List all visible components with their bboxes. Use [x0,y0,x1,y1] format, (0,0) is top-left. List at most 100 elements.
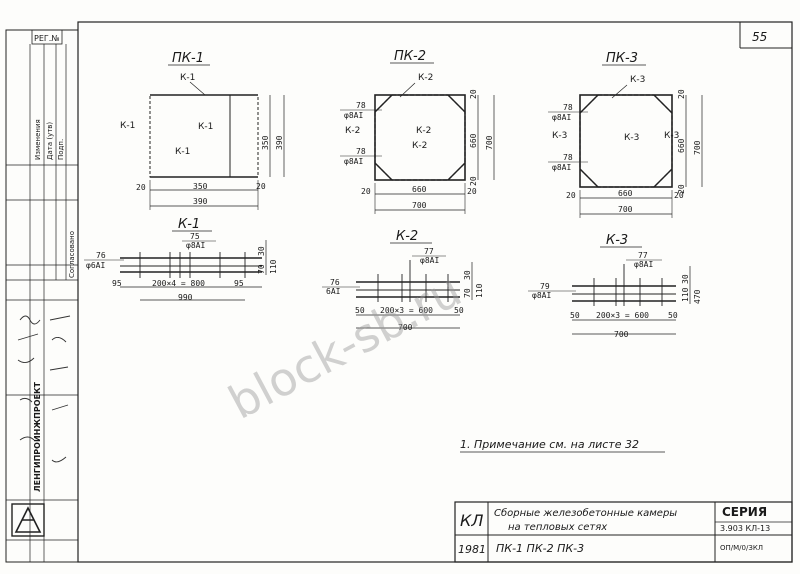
k1-dim-right: 95 [234,279,244,288]
pk2-rebar-b-type: φ8АI [344,157,363,166]
k2-dim-v3: 110 [475,283,484,298]
k3-dim-v3: 470 [693,289,702,304]
pk2-rebar-a-type: φ8АI [344,111,363,120]
pk3-dim-v-total: 700 [693,140,702,155]
pk3-k3-center: К-3 [624,133,639,143]
section-k3: К-3 77 φ8АI 79 φ8АI 50 200×3 = 600 50 70… [528,233,702,339]
k2-rebar-top: 77 [424,247,434,256]
pk3-rebar-a-type: φ8АI [552,113,571,122]
pk2-k2-left: К-2 [345,126,360,136]
pk2-dim-total: 700 [412,201,427,210]
pk2-dim-v-top: 20 [469,89,478,99]
title-block: КЛ 1981 Сборные железобетонные камеры на… [454,501,793,563]
tb-title-line2: на тепловых сетях [508,522,607,533]
tb-year: 1981 [458,543,486,556]
pk3-dim-left: 20 [566,191,576,200]
drawing-note: 1. Примечание см. на листе 32 [460,438,639,451]
k1-rebar-top-type: φ8АI [186,241,205,250]
k1-dim-left: 95 [112,279,122,288]
pk2-dim-right: 20 [467,187,477,196]
pk1-dim-total: 390 [193,197,208,206]
pk2-rebar-a: 78 [356,101,366,110]
pk3-dim-v-mid: 660 [677,138,686,153]
k1-rebar-top: 75 [190,232,200,241]
k3-dim-total: 700 [614,330,629,339]
pk2-dim-v-mid: 660 [469,133,478,148]
view-pk2: ПК-2 К-2 К-2 К-2 К-2 78 φ8АI 78 φ8АI 20 … [340,49,495,214]
k3-dim-right: 50 [668,311,678,320]
k2-title: К-2 [396,229,418,244]
k3-rebar-left-type: φ8АI [532,291,551,300]
pk1-k1-right: К-1 [198,122,213,132]
k2-dim-v1: 30 [463,270,472,280]
pk3-k3-right: К-3 [664,131,679,141]
k2-dim-v2: 70 [463,288,472,298]
k3-rebar-top-type: φ8АI [634,260,653,269]
k2-dim-right: 50 [454,306,464,315]
tb-sheet-code: ОП/М/0/ЗКЛ [720,544,763,552]
pk2-k2-lower: К-2 [412,141,427,151]
k3-rebar-top: 77 [638,251,648,260]
section-k2: К-2 77 φ8АI 76 6АI 50 200×3 = 600 50 700… [322,229,484,332]
left-strip: РЕГ.№ Изменения Дата (утв) Подп. Согласо… [6,29,78,562]
pk3-dim-right: 20 [674,191,684,200]
sheet-number: 55 [752,30,767,44]
left-strip-frame [5,29,79,563]
pk1-title: ПК-1 [172,51,204,66]
strip-col-a: Изменения [34,119,42,160]
k1-dim-mid: 200×4 = 800 [152,279,205,288]
k1-dim-v1: 30 [257,246,266,256]
pk3-rebar-b: 78 [563,153,573,162]
k1-dim-v2: 70 [257,264,266,274]
pk1-k1-left: К-1 [120,121,135,131]
strip-col-c: Подп. [57,139,65,160]
strip-agreed: Согласовано [68,231,76,278]
section-k1: К-1 75 φ8АI 76 φ6АI 95 200×4 = 800 95 99… [84,217,278,302]
strip-col-b: Дата (утв) [46,122,54,160]
k1-title: К-1 [178,217,200,232]
pk1-dim-left: 20 [136,183,146,192]
pk1-dim-right: 20 [256,182,266,191]
tb-series-label: СЕРИЯ [722,505,767,519]
pk3-rebar-b-type: φ8АI [552,163,571,172]
pk3-dim-v-bot: 20 [677,184,686,194]
pk1-dim-mid: 350 [193,182,208,191]
k2-dim-mid: 200×3 = 600 [380,306,433,315]
pk3-dim-total: 700 [618,205,633,214]
k3-title: К-3 [606,233,628,248]
pk2-title: ПК-2 [394,49,426,64]
pk3-dim-mid: 660 [618,189,633,198]
view-pk3: ПК-3 К-3 К-3 К-3 К-3 78 φ8АI 78 φ8АI 20 … [548,51,703,218]
pk2-k2-center: К-2 [416,126,431,136]
k3-dim-v1: 30 [681,274,690,284]
pk2-rebar-b: 78 [356,147,366,156]
k3-dim-mid: 200×3 = 600 [596,311,649,320]
k1-dim-v3: 110 [269,259,278,274]
k2-rebar-left-type: 6АI [326,287,341,296]
pk2-dim-left: 20 [361,187,371,196]
pk2-dim-v-bot: 20 [469,176,478,186]
pk2-dim-v-total: 700 [485,135,494,150]
tb-series-value: 3.903 КЛ-13 [720,524,770,533]
k2-dim-left: 50 [355,306,365,315]
k2-rebar-top-type: φ8АI [420,256,439,265]
pk1-dim-v-mid: 350 [261,135,270,150]
pk3-rebar-a: 78 [563,103,573,112]
pk1-k1-top: К-1 [180,73,195,83]
tb-title-line1: Сборные железобетонные камеры [494,507,677,519]
k1-dim-total: 990 [178,293,193,302]
pk2-k2-top: К-2 [418,73,433,83]
k1-rebar-left-type: φ6АI [86,261,105,270]
k3-rebar-left: 79 [540,282,550,291]
tb-code: КЛ [460,511,483,530]
k1-rebar-left: 76 [96,251,106,260]
k2-dim-total: 700 [398,323,413,332]
pk1-dim-v-total: 390 [275,135,284,150]
pk3-title: ПК-3 [606,51,638,66]
tb-items: ПК-1 ПК-2 ПК-3 [496,542,584,555]
pk1-k1-bottom: К-1 [175,147,190,157]
k2-rebar-left: 76 [330,278,340,287]
k3-dim-v2: 110 [681,287,690,302]
